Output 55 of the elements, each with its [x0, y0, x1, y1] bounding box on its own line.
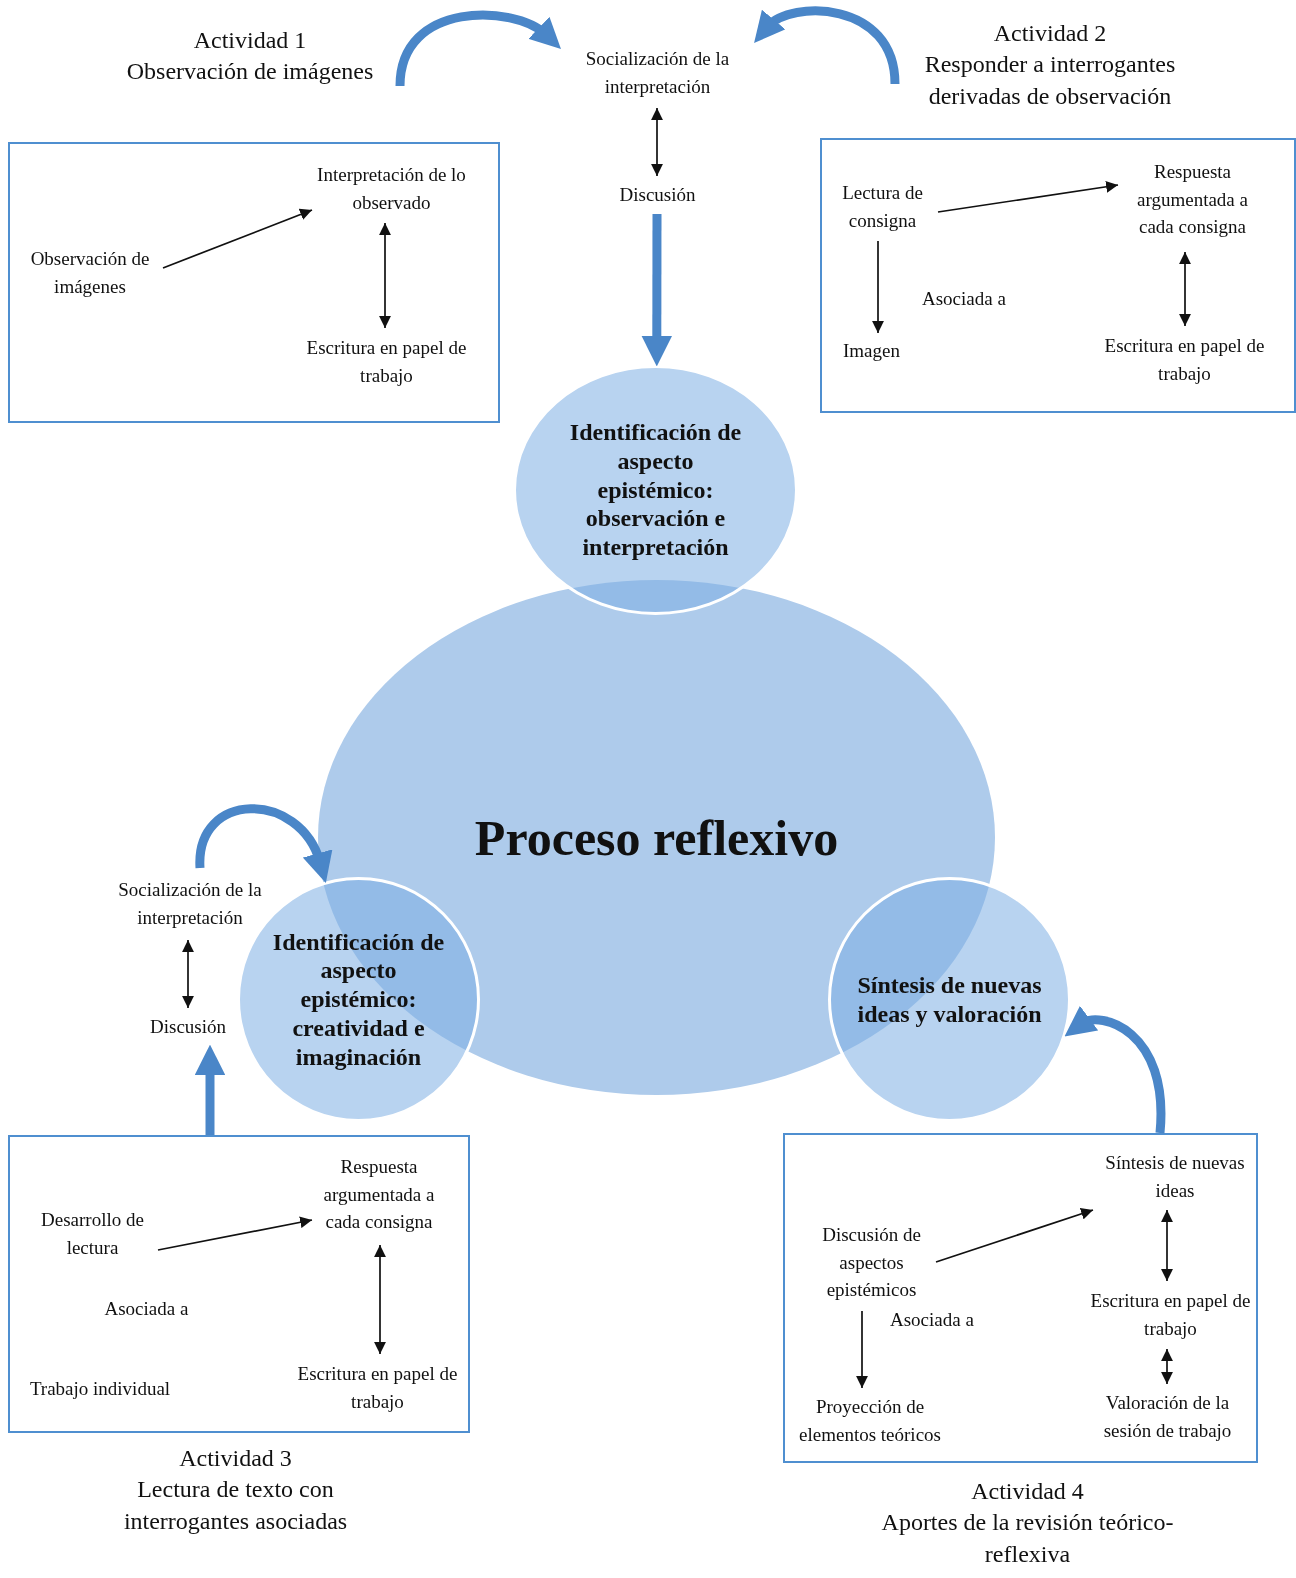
text-label: Observación de imágenes — [17, 237, 163, 308]
arrow — [1161, 1209, 1173, 1282]
text-label: Escritura en papel de trabajo — [1099, 325, 1270, 394]
text-label: Desarrollo de lectura — [27, 1199, 158, 1268]
activity-title: Aportes de la revisión teórico-reflexiva — [880, 1508, 1175, 1569]
curved-arrow — [641, 214, 673, 367]
note-text: Asociada a — [104, 1297, 189, 1320]
curved-arrow — [194, 1044, 226, 1135]
arrow — [1179, 251, 1191, 327]
activity-title: Lectura de texto con interrogantes asociadas — [122, 1475, 349, 1536]
activity-heading: Actividad 4 — [971, 1477, 1084, 1507]
text-label: Trabajo individual — [17, 1370, 183, 1407]
circle-label: Síntesis de nuevas ideas y valoración — [857, 970, 1042, 1029]
curved-arrow — [751, 6, 900, 85]
text-label: Proyección de elementos teóricos — [787, 1387, 953, 1454]
arrow — [157, 1216, 313, 1251]
text-label: Discusión de aspectos epistémicos — [807, 1214, 936, 1311]
text-label: Lectura de consigna — [827, 172, 938, 241]
arrow — [937, 180, 1119, 213]
activity-panel — [8, 142, 500, 423]
text-label: Discusión — [136, 1008, 240, 1046]
activity-title: Responder a interrogantes derivadas de observación — [923, 50, 1177, 111]
curved-arrow — [395, 10, 563, 87]
curved-arrow — [1062, 1005, 1166, 1134]
text-label: Interpretación de lo observado — [311, 154, 472, 223]
text-label: Escritura en papel de trabajo — [301, 327, 472, 396]
text-label: Respuesta argumentada a cada consigna — [1117, 147, 1268, 252]
text-label: Valoración de la sesión de trabajo — [1092, 1383, 1243, 1450]
activity-panel — [783, 1133, 1258, 1463]
circle-label: Proceso reflexivo — [474, 808, 839, 868]
arrow — [379, 222, 391, 329]
text-label: Socialización de la interpretación — [560, 38, 755, 108]
activity-panel — [8, 1135, 470, 1433]
text-label: Síntesis de nuevas ideas — [1092, 1143, 1258, 1210]
arrow — [935, 1208, 1094, 1263]
activity-title: Observación de imágenes — [126, 57, 374, 86]
curved-arrow — [195, 804, 331, 883]
text-label: Escritura en papel de trabajo — [297, 1353, 458, 1422]
text-label: Escritura en papel de trabajo — [1089, 1280, 1252, 1349]
activity-heading: Actividad 2 — [993, 19, 1107, 49]
arrow — [856, 1310, 868, 1389]
text-label: Imagen — [831, 332, 912, 369]
circle-label: Identificación de aspecto epistémico: creatividad e imaginación — [271, 927, 446, 1072]
arrow — [1161, 1348, 1173, 1385]
activity-panel — [820, 138, 1296, 413]
text-label: Respuesta argumentada a cada consigna — [311, 1144, 447, 1245]
activity-heading: Actividad 3 — [179, 1444, 292, 1474]
arrow — [374, 1244, 386, 1355]
activity-heading: Actividad 1 — [193, 25, 307, 55]
arrow — [182, 939, 194, 1009]
circle-label: Identificación de aspecto epistémico: observación e interpretación — [568, 418, 743, 562]
arrow — [872, 240, 884, 334]
text-label: Discusión — [600, 176, 715, 214]
arrow — [651, 107, 663, 177]
arrow — [162, 208, 313, 269]
